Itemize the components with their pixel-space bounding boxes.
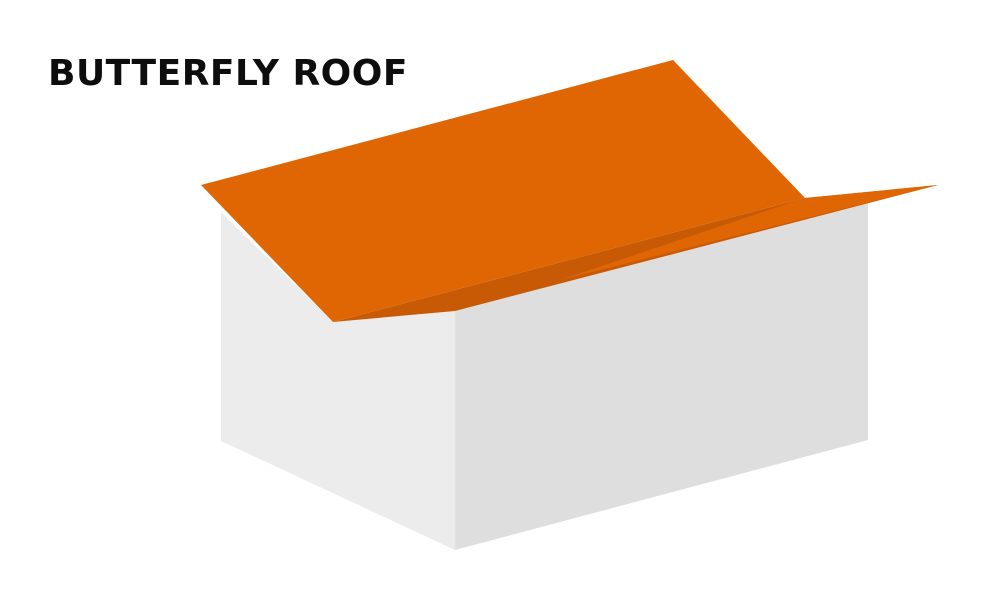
roof-wing-top: [560, 185, 938, 280]
house-left-wall: [221, 212, 455, 550]
house-right-wall: [455, 196, 868, 550]
roof-main-plane: [201, 60, 805, 322]
diagram-title: BUTTERFLY ROOF: [48, 53, 408, 94]
